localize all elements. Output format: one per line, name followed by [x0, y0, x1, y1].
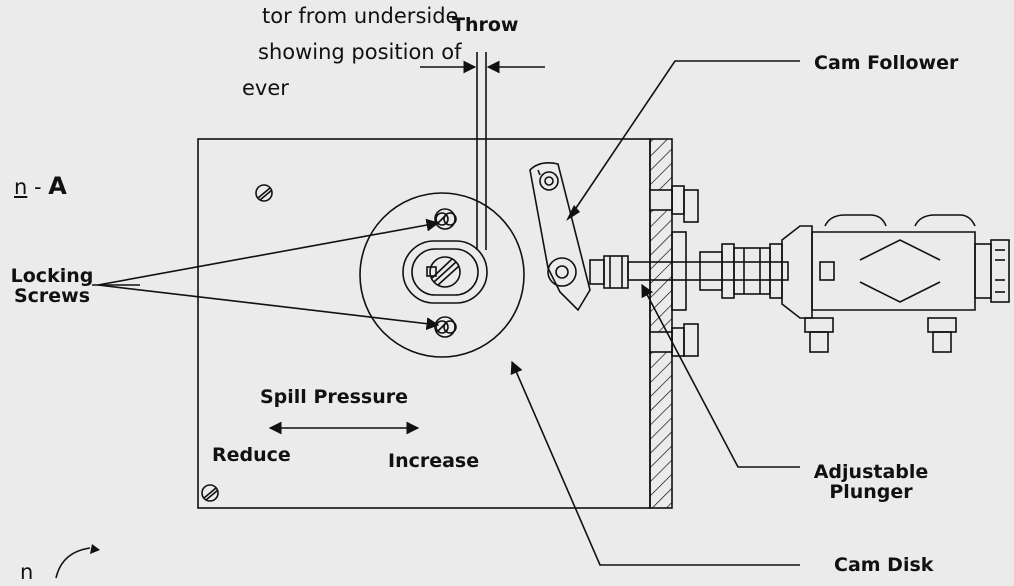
throw-dimension	[420, 52, 545, 250]
section-heading-separator: -	[27, 175, 49, 199]
adjustable-plunger-leader	[641, 283, 800, 468]
locking-screw-top	[434, 208, 457, 230]
cam-follower-label: Cam Follower	[814, 52, 959, 74]
spill-pressure-label: Spill Pressure	[260, 386, 409, 408]
plate-screw-bottom	[201, 484, 219, 502]
cam-follower-arrowhead	[566, 205, 580, 221]
increase-label: Increase	[388, 450, 480, 472]
caption-line-2: showing position of	[258, 40, 462, 64]
adjustable-plunger-label: Adjustable Plunger	[806, 462, 936, 502]
reduce-label: Reduce	[212, 444, 291, 466]
caption-line-1: tor from underside	[262, 4, 459, 28]
cam-disk-leader	[510, 360, 800, 566]
hatched-mounting-wall	[649, 138, 673, 509]
locking-screw-leader-top	[97, 218, 440, 286]
locking-screw-leader-bottom	[97, 284, 440, 331]
rotation-arrowhead	[90, 544, 100, 554]
locking-screws-label: Locking Screws	[6, 266, 98, 306]
adjustable-plunger	[589, 255, 789, 289]
adjustable-label: Adjustable	[813, 461, 929, 483]
caption-line-3: ever	[242, 76, 289, 100]
plunger-label: Plunger	[829, 481, 913, 503]
plate-screw-top	[255, 184, 273, 202]
section-heading-underlined: n	[14, 175, 28, 199]
wall-bolts	[649, 185, 699, 357]
locking-label: Locking	[10, 265, 94, 287]
cam-disk	[359, 192, 525, 358]
cam-follower-arm	[529, 162, 591, 312]
throw-label: Throw	[452, 14, 519, 36]
rotation-arrow	[55, 547, 91, 579]
section-heading: n - A	[14, 172, 67, 201]
locking-screw-bottom	[434, 316, 457, 338]
caption-bottom-fragment: n	[20, 560, 34, 584]
cam-disk-label: Cam Disk	[834, 554, 934, 576]
cam-hub	[402, 240, 488, 304]
cam-follower-leader	[571, 60, 800, 215]
regulator-valve-body	[699, 214, 1010, 353]
screws-label: Screws	[13, 285, 91, 307]
section-letter: A	[48, 172, 67, 200]
